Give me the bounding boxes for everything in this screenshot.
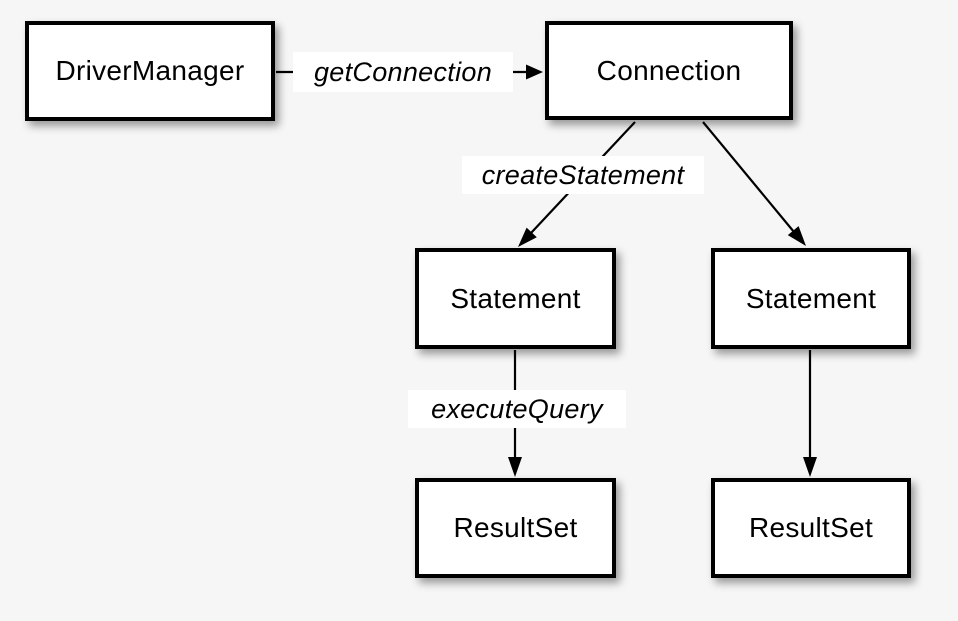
node-resultset-right: ResultSet	[711, 478, 911, 578]
edge-connection-to-statement-right	[702, 121, 806, 246]
node-resultset-right-label: ResultSet	[748, 512, 874, 543]
node-statement-right: Statement	[711, 248, 911, 349]
node-driver-manager: DriverManager	[25, 21, 275, 121]
node-statement-left-label: Statement	[450, 282, 581, 314]
node-resultset-left-label: ResultSet	[453, 512, 578, 543]
node-statement-left: Statement	[415, 248, 616, 349]
edge-label-create-statement: createStatement	[462, 156, 704, 194]
edge-statement-right-to-resultset-right	[803, 350, 817, 477]
edge-label-get-connection: getConnection	[293, 52, 513, 92]
node-resultset-left: ResultSet	[415, 478, 616, 578]
edge-label-execute-query: executeQuery	[408, 390, 626, 428]
node-driver-manager-label: DriverManager	[55, 55, 245, 86]
node-connection-label: Connection	[596, 54, 742, 86]
node-connection: Connection	[545, 21, 793, 120]
node-statement-right-label: Statement	[745, 282, 877, 314]
